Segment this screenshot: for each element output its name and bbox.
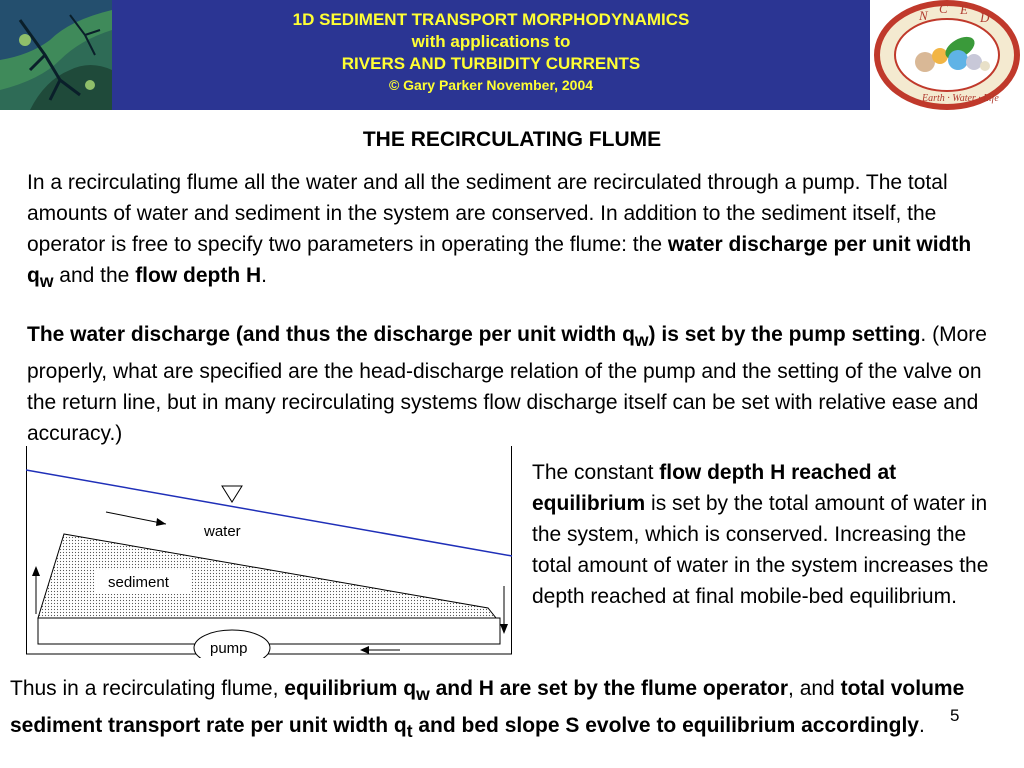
bold-span: flow depth H <box>135 264 262 287</box>
paragraph-pump-setting: The water discharge (and thus the discha… <box>27 319 1002 449</box>
svg-text:N: N <box>918 8 929 23</box>
text-span: The constant <box>532 461 660 484</box>
flume-base-channel <box>37 617 501 645</box>
header-banner: 1D SEDIMENT TRANSPORT MORPHODYNAMICS wit… <box>112 0 870 110</box>
header-copyright: © Gary Parker November, 2004 <box>388 77 594 93</box>
svg-text:E: E <box>959 2 968 17</box>
water-surface-line <box>26 469 513 557</box>
svg-text:D: D <box>979 10 990 25</box>
text-span: . <box>918 714 925 738</box>
text-span: . (More properly, what are specified are… <box>27 323 987 446</box>
svg-text:C: C <box>939 1 948 16</box>
bold-span: flow depth H reached at equilibrium <box>532 461 897 515</box>
flow-arrow-icon <box>105 511 167 525</box>
water-label: water <box>203 523 241 540</box>
bold-span: and H are set by the flume operator <box>429 677 789 700</box>
subscript: t <box>406 721 413 742</box>
flume-diagram: water sediment pump <box>26 446 513 658</box>
river-delta-satellite-image <box>0 0 112 110</box>
slide-title: THE RECIRCULATING FLUME <box>362 128 662 151</box>
bold-span: and bed slope S evolve to equilibrium ac… <box>412 714 919 738</box>
bold-span: total volume sediment transport rate per… <box>10 677 965 738</box>
text-span: is set by the total amount of water in t… <box>532 492 989 608</box>
text-span: , and <box>788 677 841 700</box>
pump-ellipse <box>193 629 271 658</box>
bold-span: The water discharge (and thus the discha… <box>27 323 635 346</box>
nced-logo: N C E D Earth · Water · Life <box>870 0 1024 110</box>
text-span: Thus in a recirculating flume, <box>10 677 285 700</box>
paragraph-flow-depth: The constant flow depth H reached at equ… <box>532 457 1002 612</box>
bold-span: water discharge per unit width q <box>27 233 972 287</box>
header-title-line3: RIVERS AND TURBIDITY CURRENTS <box>341 54 641 73</box>
text-span: In a recirculating flume all the water a… <box>27 171 948 256</box>
sediment-label-bg <box>94 570 190 594</box>
bold-span: equilibrium q <box>284 677 417 700</box>
pump-label: pump <box>210 640 248 657</box>
bold-span: ) is set by the pump setting <box>648 323 921 346</box>
subscript: w <box>634 330 649 351</box>
page-number: 5 <box>950 706 960 725</box>
text-span: and the <box>53 264 136 287</box>
text-span: . <box>261 264 268 287</box>
subscript: w <box>39 271 54 292</box>
paragraph-intro: In a recirculating flume all the water a… <box>27 167 1002 297</box>
sediment-label: sediment <box>108 574 170 591</box>
water-level-triangle-icon <box>221 485 243 503</box>
subscript: w <box>416 684 430 705</box>
header-title-line1: 1D SEDIMENT TRANSPORT MORPHODYNAMICS <box>292 10 690 29</box>
header-title-line2: with applications to <box>411 32 571 51</box>
svg-text:Earth · Water · Life: Earth · Water · Life <box>921 93 999 104</box>
paragraph-conclusion: Thus in a recirculating flume, equilibri… <box>10 673 1000 747</box>
